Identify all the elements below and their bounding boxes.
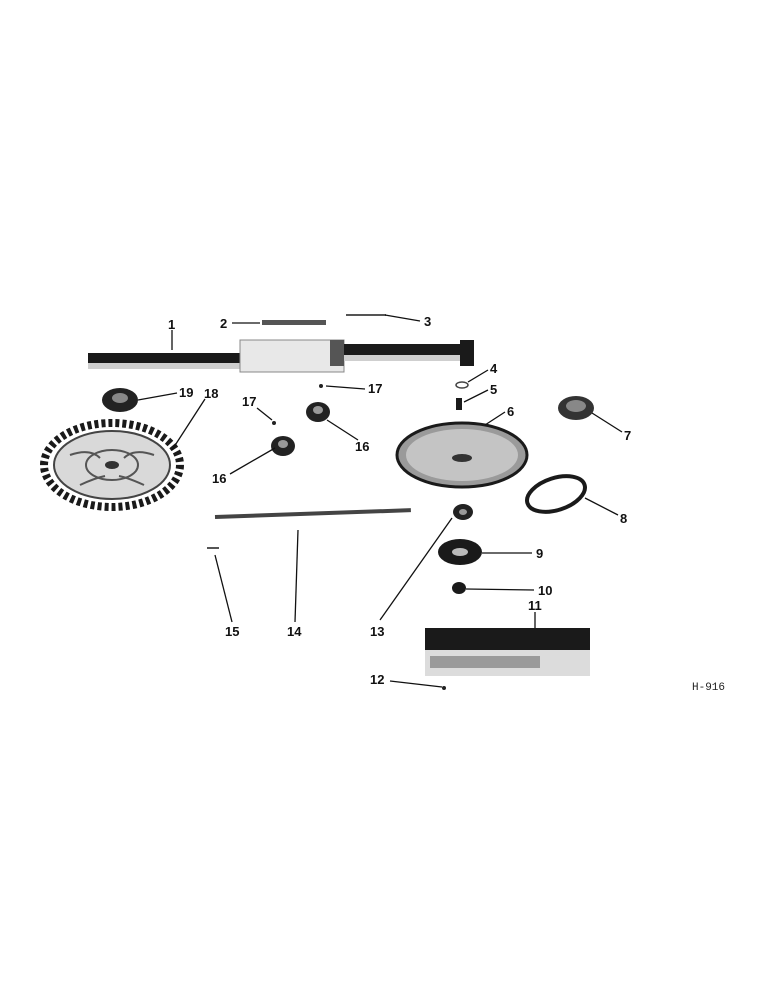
callout-2: 2 xyxy=(220,316,227,331)
part-17-setscrew-upper xyxy=(319,384,323,388)
part-3-pin xyxy=(346,314,386,316)
callout-16-lower: 16 xyxy=(212,471,226,486)
part-9-sprocket xyxy=(438,539,482,565)
drawing-code: H-916 xyxy=(692,682,725,694)
part-2-key xyxy=(262,320,326,325)
part-7-hub xyxy=(558,396,594,420)
callout-11: 11 xyxy=(528,598,542,613)
part-15-link xyxy=(207,547,219,549)
callout-4: 4 xyxy=(490,361,498,376)
callout-1: 1 xyxy=(168,317,175,332)
callout-8: 8 xyxy=(620,511,627,526)
part-19-hub xyxy=(102,388,138,412)
part-11-shield xyxy=(425,628,590,676)
callout-3: 3 xyxy=(424,314,431,329)
callout-7: 7 xyxy=(624,428,631,443)
part-17-setscrew-lower xyxy=(272,421,276,425)
callout-18: 18 xyxy=(204,386,218,401)
callout-10: 10 xyxy=(538,583,552,598)
part-13-hub xyxy=(453,504,473,520)
callout-19: 19 xyxy=(179,385,193,400)
part-5-bolt xyxy=(456,398,462,410)
part-1-bar xyxy=(88,339,474,373)
part-16-collar-upper xyxy=(306,402,330,422)
part-14-chain xyxy=(214,508,411,519)
callout-17-left: 17 xyxy=(242,394,256,409)
callout-16-upper: 16 xyxy=(355,439,369,454)
callout-12: 12 xyxy=(370,672,384,687)
part-8-ring xyxy=(525,474,587,514)
leader-lines xyxy=(137,314,623,688)
part-18-large-sprocket xyxy=(40,419,184,511)
part-4-washer xyxy=(455,381,469,389)
part-16-collar-lower xyxy=(271,436,295,456)
callout-14: 14 xyxy=(287,624,302,639)
callout-6: 6 xyxy=(507,404,514,419)
callout-9: 9 xyxy=(536,546,543,561)
callout-13: 13 xyxy=(370,624,384,639)
part-12-screw xyxy=(442,686,446,690)
callout-15: 15 xyxy=(225,624,239,639)
callout-5: 5 xyxy=(490,382,497,397)
callout-17-right: 17 xyxy=(368,381,382,396)
part-6-disc xyxy=(395,421,529,489)
callout-labels: 1 2 3 4 5 6 7 8 9 10 11 12 13 14 15 16 1… xyxy=(168,314,631,687)
part-10-nut xyxy=(452,582,466,594)
